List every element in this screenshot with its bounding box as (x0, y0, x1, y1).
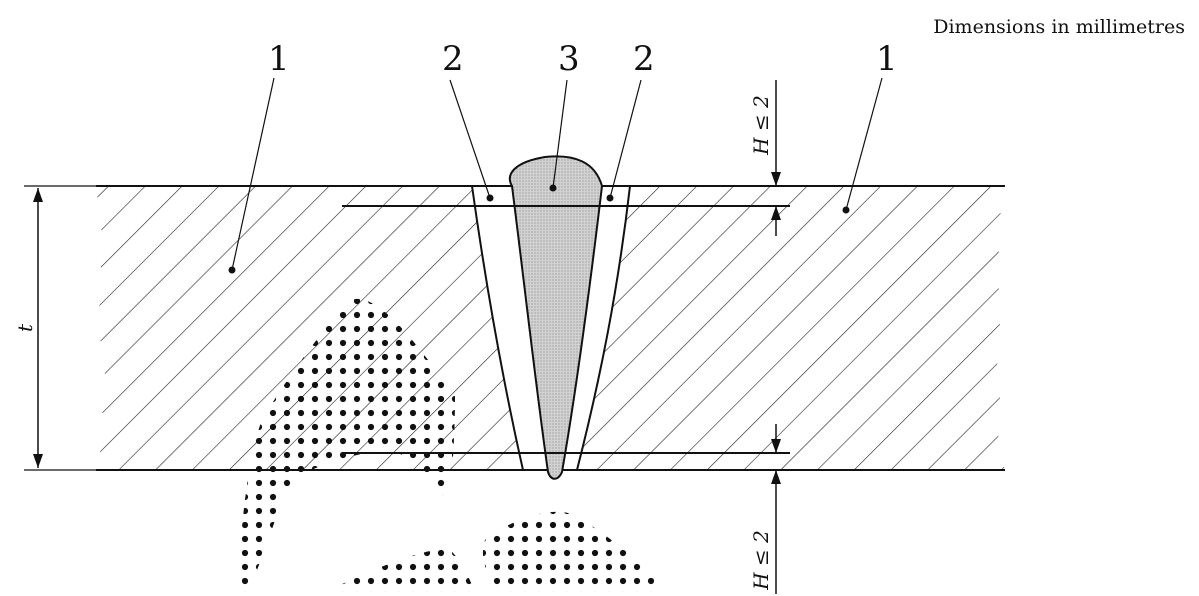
thickness-arrow-top (33, 188, 43, 202)
leader-dot-1-right (842, 206, 850, 214)
leader-dot-2-left (486, 194, 494, 202)
weld-metal (508, 155, 604, 480)
dimensions-note: Dimensions in millimetres (933, 16, 1185, 38)
top-h-arrow-head-upper (771, 172, 781, 186)
top-h-label: H ≤ 2 (749, 95, 773, 156)
haz-left-boundary (471, 185, 524, 471)
leader-2-left (449, 79, 491, 199)
bottom-h-label: H ≤ 2 (749, 530, 773, 591)
leader-1-right (845, 77, 883, 211)
callout-2-right: 2 (633, 39, 655, 79)
top-h-arrow-head-lower (771, 206, 781, 220)
leader-dot-2-right (606, 194, 614, 202)
dotted-region-lower-left (330, 548, 475, 592)
callout-1-left: 1 (268, 39, 290, 79)
thickness-arrow-bottom (33, 454, 43, 468)
callout-2-left: 2 (442, 39, 464, 79)
haz-right-boundary (576, 185, 631, 471)
callout-3: 3 (558, 39, 580, 79)
bottom-h-arrow-head-lower (771, 470, 781, 484)
dotted-region-upper (238, 298, 455, 592)
bottom-h-arrow-head-upper (771, 439, 781, 453)
dotted-region-lower-right (482, 511, 665, 592)
callout-1-right: 1 (876, 39, 898, 79)
leader-dot-1-left (228, 266, 236, 274)
base-metal-right (577, 186, 1005, 470)
thickness-label: t (13, 323, 37, 332)
leader-1-left (231, 77, 275, 271)
leader-dot-3 (549, 184, 557, 192)
leader-3 (552, 79, 568, 189)
leader-2-right (609, 79, 642, 199)
